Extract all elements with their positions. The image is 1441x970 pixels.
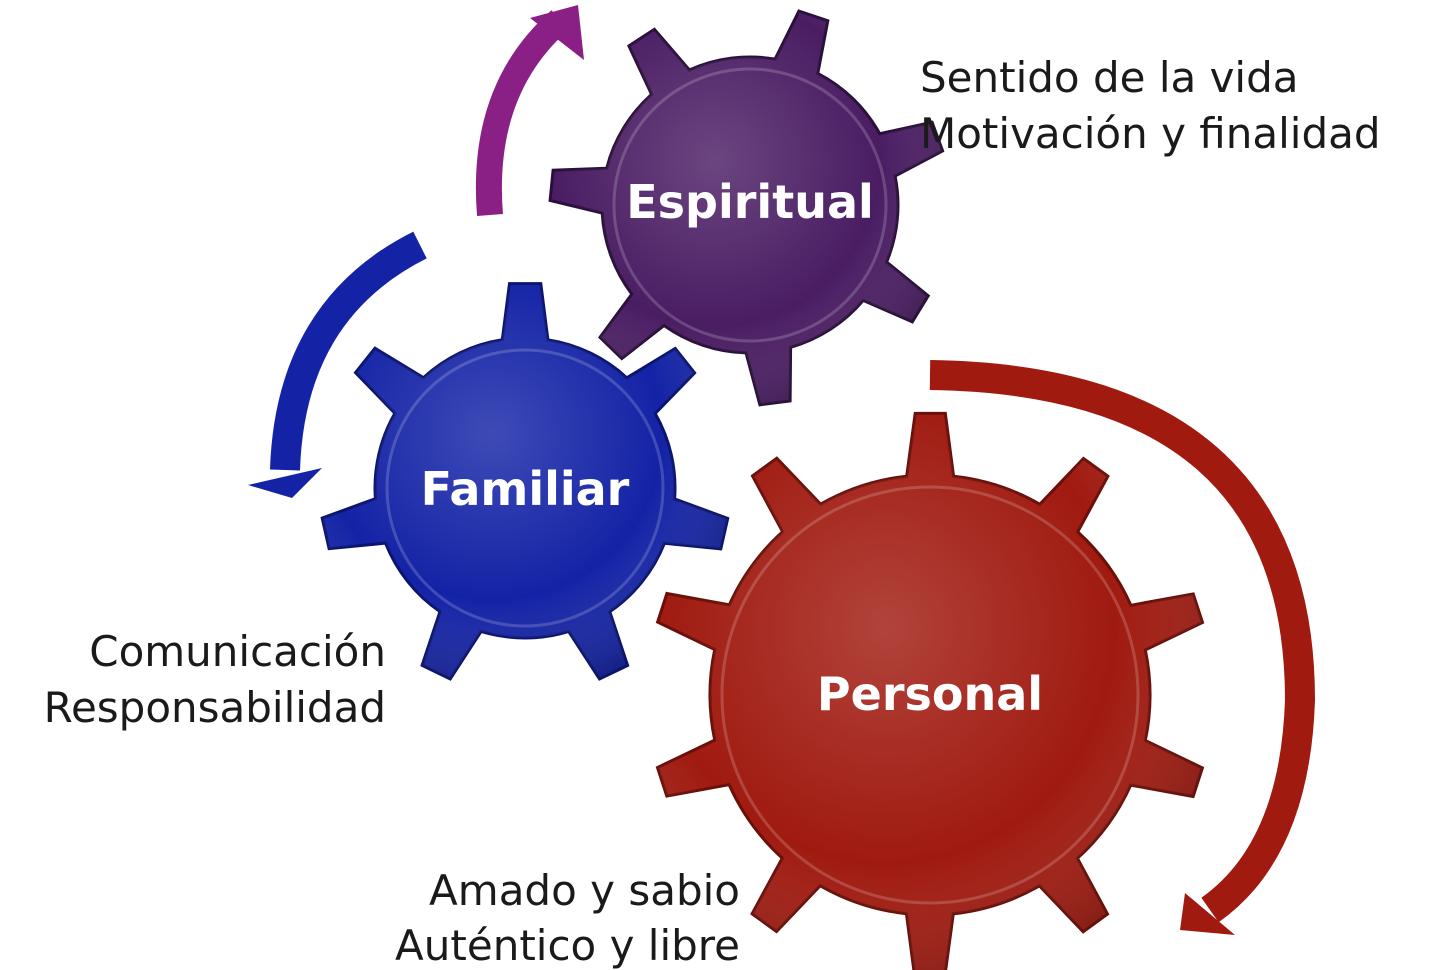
gear-personal (655, 411, 1205, 970)
arrow-spiritual (475, 10, 569, 217)
gear-label-espiritual: Espiritual (626, 175, 874, 229)
gear-espiritual (548, 9, 945, 407)
note-familiar-2: Responsabilidad (44, 683, 386, 732)
note-personal-2: Auténtico y libre (395, 921, 740, 970)
note-familiar-1: Comunicación (89, 627, 386, 676)
arrow-personal-head (1180, 893, 1235, 935)
arrow-spiritual-head (530, 5, 584, 60)
note-espiritual-2: Motivación y finalidad (920, 109, 1381, 158)
arrow-familiar-head (248, 468, 322, 498)
gear-label-personal: Personal (817, 667, 1043, 721)
gear-familiar (320, 282, 730, 681)
arrow-familiar (270, 231, 427, 471)
note-personal-1: Amado y sabio (429, 866, 740, 915)
arrow-personal (929, 360, 1316, 923)
note-espiritual-1: Sentido de la vida (920, 53, 1299, 102)
gear-label-familiar: Familiar (421, 462, 630, 516)
